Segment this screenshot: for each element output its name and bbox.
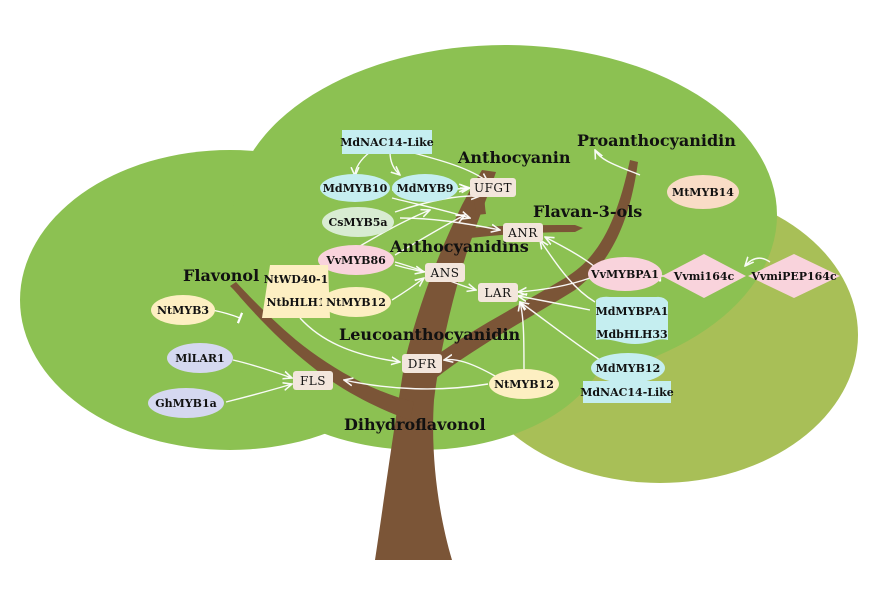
arrow-ntmyb12-to-ans [391, 278, 424, 301]
node-mtmyb14-label: MtMYB14 [672, 186, 734, 199]
node-ntmyb12-left-label: NtMYB12 [326, 296, 386, 309]
enzyme-fls-label: FLS [300, 374, 326, 388]
enzyme-boxes: UFGT ANR ANS LAR DFR FLS [293, 178, 543, 390]
node-ntbhlh1-label: NtbHLH1 [266, 296, 325, 309]
enzyme-dfr-label: DFR [408, 357, 437, 371]
arrow-vvmybpa1-to-anr [545, 237, 596, 268]
arrow-mdnac14-to-ufgt [409, 151, 488, 182]
node-vvmyb86: VvMYB86 [318, 245, 394, 275]
arrow-csmyb5a-to-anr [399, 217, 500, 230]
enzyme-fls: FLS [293, 371, 333, 390]
label-dihydroflavonol: Dihydroflavonol [344, 415, 486, 434]
enzyme-anr-label: ANR [507, 226, 538, 240]
node-csmyb5a-label: CsMYB5a [328, 216, 387, 229]
enzyme-anr: ANR [503, 223, 543, 242]
node-mdmyb12-label: MdMYB12 [596, 362, 661, 375]
arrow-vvmipep164c-to-vvmi164c [745, 258, 771, 266]
label-flavonol: Flavonol [183, 266, 259, 285]
enzyme-ans: ANS [425, 263, 465, 282]
arrow-mdnac14-to-mdmyb9 [389, 151, 400, 175]
node-mdmyb9-label: MdMYB9 [397, 182, 454, 195]
arrow-mdmyb12-to-lar [520, 302, 601, 361]
arrow-vvmybpa1-to-lar [518, 277, 591, 292]
node-ghmyb1a: GhMYB1a [148, 388, 224, 418]
arrow-ntmyb12-to-dfr [444, 360, 496, 377]
enzyme-ufgt: UFGT [470, 178, 516, 197]
arrow-vvmyb86-to-ans [394, 264, 424, 272]
node-mllar1: MlLAR1 [167, 343, 233, 373]
enzyme-lar-label: LAR [484, 286, 512, 300]
arrow-mllar1-to-fls [232, 359, 292, 378]
node-ntwd40-ntbhlh1: NtWD40-1 NtbHLH1 [262, 265, 330, 318]
node-ntmyb3-label: NtMYB3 [157, 304, 209, 317]
metabolite-labels: Proanthocyanidin Anthocyanin Flavan-3-ol… [183, 131, 736, 434]
regulator-nodes: MdNAC14-Like MdMYB10 MdMYB9 CsMYB5a VvMY… [148, 130, 840, 418]
enzyme-ans-label: ANS [430, 266, 460, 280]
arrow-mdmybpa1-to-lar [518, 296, 591, 311]
node-vvmipep164c-label: VvmiPEP164c [750, 270, 837, 283]
arrow-ntbhlh1-to-dfr [299, 317, 400, 362]
label-anthocyanidins: Anthocyanidins [389, 237, 529, 256]
node-ntwd40-1-label: NtWD40-1 [264, 273, 329, 286]
node-mdnac14-like-bottom: MdNAC14-Like [580, 381, 674, 403]
node-mdbhlh33-label: MdbHLH33 [596, 328, 667, 341]
node-ntmyb12-right: NtMYB12 [489, 369, 559, 399]
node-mdmyb10: MdMYB10 [320, 174, 390, 202]
label-proanthocyanidin: Proanthocyanidin [577, 131, 736, 150]
node-csmyb5a: CsMYB5a [322, 207, 394, 237]
node-mdmyb12: MdMYB12 [591, 353, 665, 383]
node-vvmybpa1: VvMYBPA1 [588, 257, 662, 291]
label-flavan-3-ols: Flavan-3-ols [533, 202, 642, 221]
node-mdnac14-like-top-label: MdNAC14-Like [340, 136, 434, 149]
branch-dihydroflavonol-to-flavonol [230, 282, 414, 420]
arrow-mdnac14-to-mdmyb10 [355, 151, 371, 176]
node-vvmipep164c: VvmiPEP164c [748, 254, 840, 298]
arrow-ntmyb12-to-fls [344, 380, 489, 390]
node-vvmi164c: Vvmi164c [662, 254, 746, 298]
enzyme-ufgt-label: UFGT [474, 181, 512, 195]
node-ntmyb12-left: NtMYB12 [321, 287, 391, 317]
arrow-mtmyb14-to-proanthocyanidin [595, 150, 641, 176]
node-mdnac14-like-bottom-label: MdNAC14-Like [580, 386, 674, 399]
arrow-ghmyb1a-to-fls [225, 384, 292, 403]
node-mtmyb14: MtMYB14 [667, 175, 739, 209]
node-mdmyb10-label: MdMYB10 [323, 182, 388, 195]
arrow-vvmyb86-to-ufgt [394, 215, 465, 256]
node-ntmyb12-right-label: NtMYB12 [494, 378, 554, 391]
node-mdnac14-like-top: MdNAC14-Like [340, 130, 434, 154]
node-mdmybpa1-mdbhlh33: MdMYBPA1 MdbHLH33 [596, 296, 669, 344]
node-vvmybpa1-label: VvMYBPA1 [590, 268, 659, 281]
enzyme-dfr: DFR [402, 354, 442, 373]
label-leucoanthocyanidin: Leucoanthocyanidin [339, 325, 521, 344]
node-mdmyb9: MdMYB9 [392, 174, 458, 202]
enzyme-lar: LAR [478, 283, 518, 302]
node-ghmyb1a-label: GhMYB1a [155, 397, 217, 410]
node-mdmybpa1-label: MdMYBPA1 [596, 305, 669, 318]
node-vvmi164c-label: Vvmi164c [673, 270, 735, 283]
label-anthocyanin: Anthocyanin [457, 148, 571, 167]
node-mllar1-label: MlLAR1 [175, 352, 224, 365]
node-ntmyb3: NtMYB3 [151, 295, 215, 325]
node-vvmyb86-label: VvMYB86 [325, 254, 386, 267]
arrow-mdmybpa1-to-anr [540, 240, 596, 303]
